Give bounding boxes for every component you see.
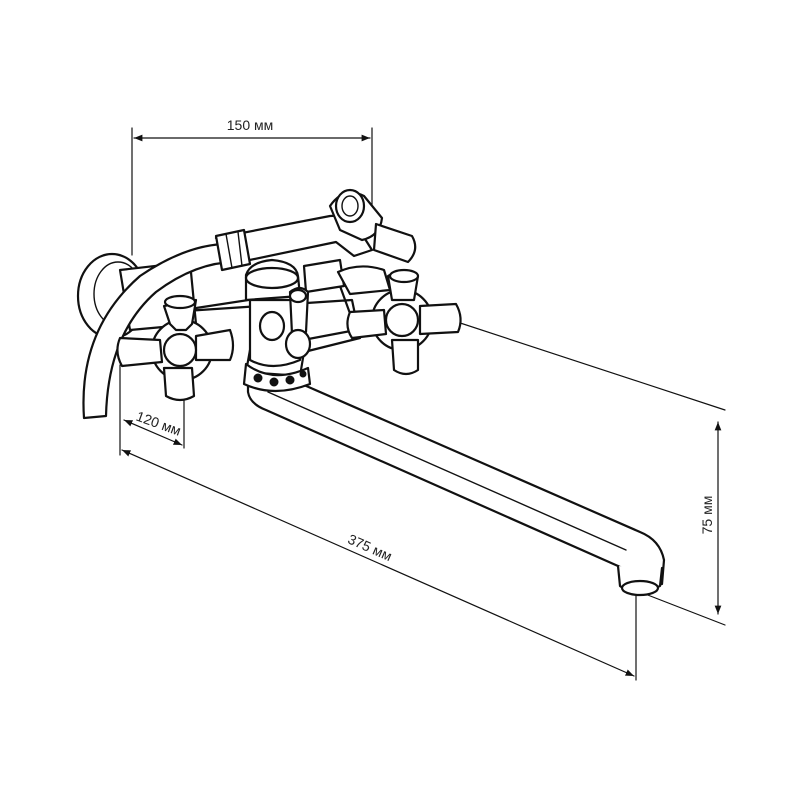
- dimension-label-120: 120 мм: [134, 408, 183, 439]
- dimension-150: 150 мм: [131, 117, 373, 256]
- faucet-body: [168, 258, 362, 393]
- dimension-120: 120 мм: [123, 394, 185, 449]
- diverter-lever: [258, 286, 312, 360]
- dimension-75: 75 мм: [444, 317, 726, 626]
- spout: [246, 363, 666, 597]
- hose-nut: [214, 228, 252, 272]
- shower-holder: [214, 188, 417, 296]
- dimension-label-150: 150 мм: [227, 117, 274, 133]
- dimension-label-75: 75 мм: [699, 496, 715, 535]
- right-cross-handle: [346, 268, 462, 376]
- left-cross-handle: [116, 294, 235, 402]
